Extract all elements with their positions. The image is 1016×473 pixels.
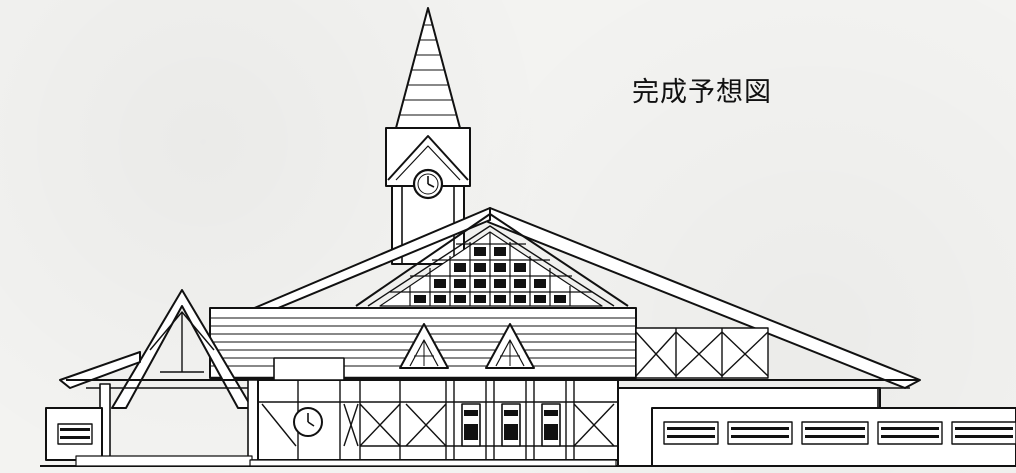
dormer-left: [400, 324, 448, 368]
facade-clock-icon: [294, 408, 322, 436]
drawing-caption: 完成予想図: [632, 77, 772, 108]
left-wing: [46, 408, 102, 460]
clock-icon: [414, 170, 442, 198]
entrance-doors: [462, 404, 560, 446]
right-timber-section: [636, 328, 768, 378]
dormer-right: [486, 324, 534, 368]
entrance-steps: [76, 456, 616, 466]
upper-facade-panel: [274, 358, 344, 380]
right-wing: [618, 388, 1016, 466]
gable-window-grid: [380, 232, 602, 306]
